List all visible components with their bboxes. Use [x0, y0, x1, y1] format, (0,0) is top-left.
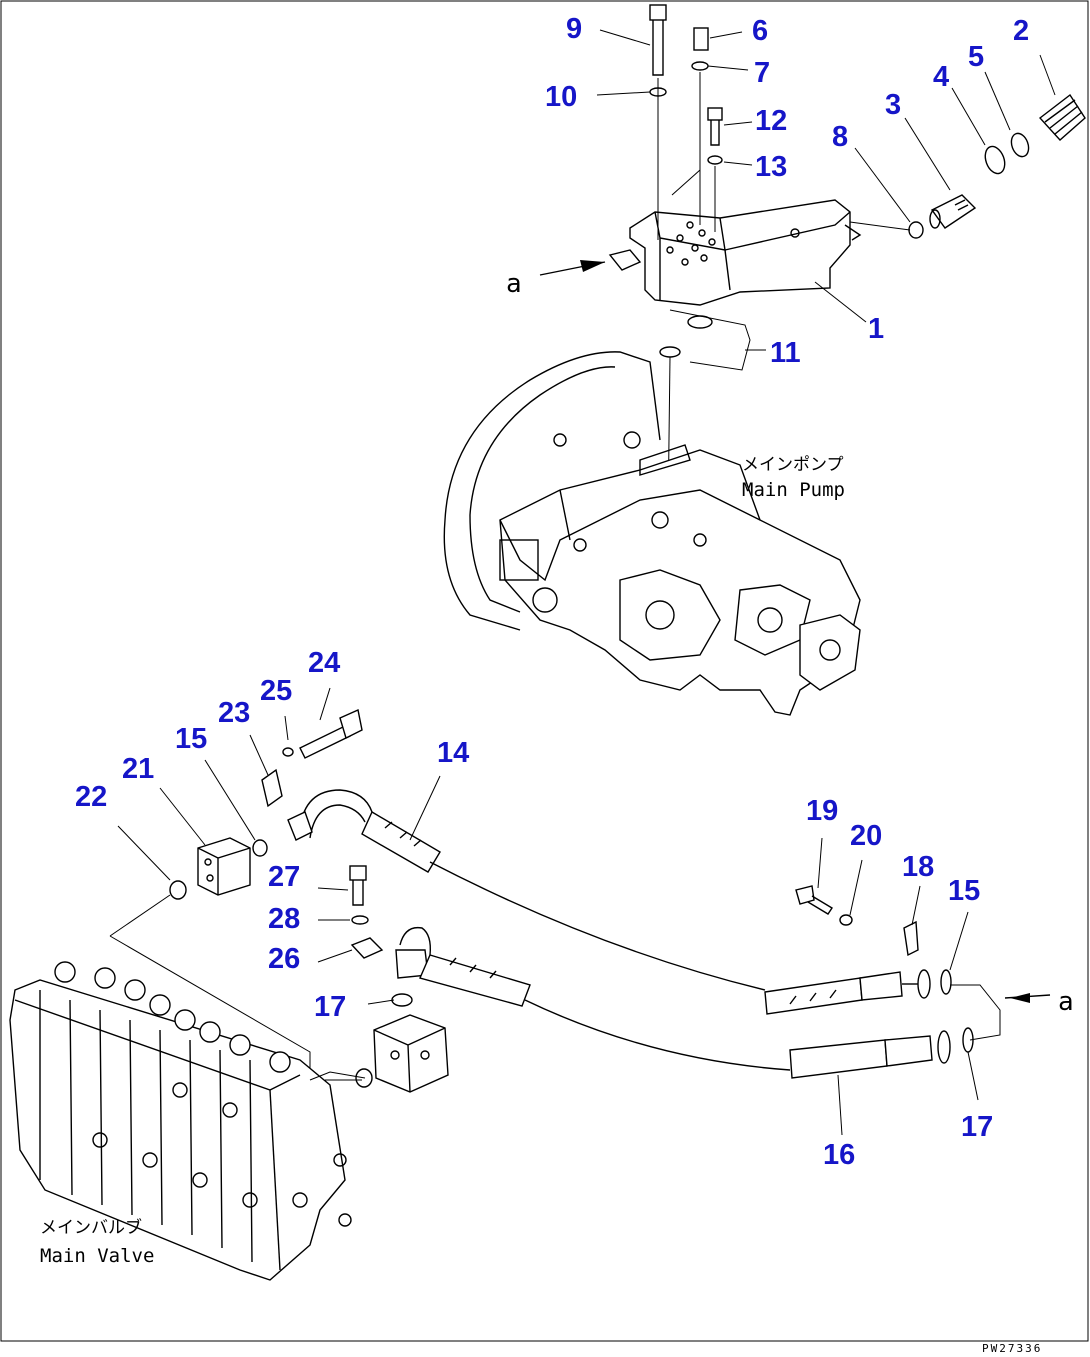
callout-27: 27 — [268, 861, 300, 893]
main-valve-drawing — [9, 961, 366, 1281]
callout-15-left: 15 — [175, 723, 207, 755]
callout-25: 25 — [260, 675, 292, 707]
drawing-code: PW27336 — [982, 1342, 1042, 1355]
callout-12: 12 — [755, 105, 787, 137]
callout-7: 7 — [754, 57, 770, 89]
callout-15-right: 15 — [948, 875, 980, 907]
callout-18: 18 — [902, 851, 934, 883]
main-valve-en-label: Main Valve — [40, 1245, 154, 1267]
main-pump-en-label: Main Pump — [742, 479, 845, 501]
hose-assemblies — [109, 709, 1051, 1093]
callout-1: 1 — [868, 313, 884, 345]
main-valve-jp-label: メインバルブ — [40, 1217, 142, 1238]
callout-11: 11 — [770, 337, 801, 369]
callout-16: 16 — [823, 1139, 855, 1171]
callout-22: 22 — [75, 781, 107, 813]
callout-6: 6 — [752, 15, 768, 47]
arrow-a-label-right: a — [1058, 987, 1074, 1017]
callout-leaders — [117, 29, 1056, 1136]
callout-10: 10 — [545, 81, 577, 113]
callout-5: 5 — [968, 41, 984, 73]
main-pump-drawing — [443, 351, 861, 716]
callout-17-right: 17 — [961, 1111, 993, 1143]
callout-numbers: 9 6 2 7 5 4 10 3 12 8 13 1 11 24 25 23 1… — [75, 13, 1029, 1171]
callout-14: 14 — [437, 737, 469, 769]
callout-17-left: 17 — [314, 991, 346, 1023]
callout-13: 13 — [755, 151, 787, 183]
callout-21: 21 — [122, 753, 154, 785]
callout-3: 3 — [885, 89, 901, 121]
callout-23: 23 — [218, 697, 250, 729]
valve-block-assembly — [539, 4, 1086, 521]
callout-28: 28 — [268, 903, 300, 935]
callout-20: 20 — [850, 820, 882, 852]
main-pump-jp-label: メインポンプ — [742, 455, 844, 475]
callout-24: 24 — [308, 647, 340, 679]
arrow-a-label-top: a — [506, 269, 522, 299]
callout-9: 9 — [566, 13, 582, 45]
callout-2: 2 — [1013, 15, 1029, 47]
callout-19: 19 — [806, 795, 838, 827]
callout-8: 8 — [832, 121, 848, 153]
callout-4: 4 — [933, 61, 949, 93]
callout-26: 26 — [268, 943, 300, 975]
